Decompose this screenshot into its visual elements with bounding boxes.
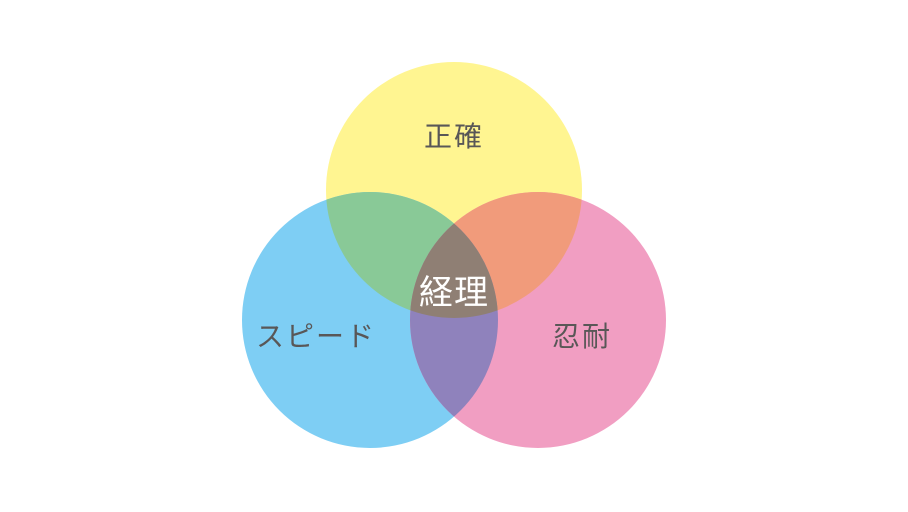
label-center: 経理 (419, 273, 489, 313)
label-right: 忍耐 (552, 320, 612, 353)
overlap-center (410, 192, 498, 318)
label-top: 正確 (424, 120, 484, 153)
label-left: スピード (256, 320, 376, 353)
